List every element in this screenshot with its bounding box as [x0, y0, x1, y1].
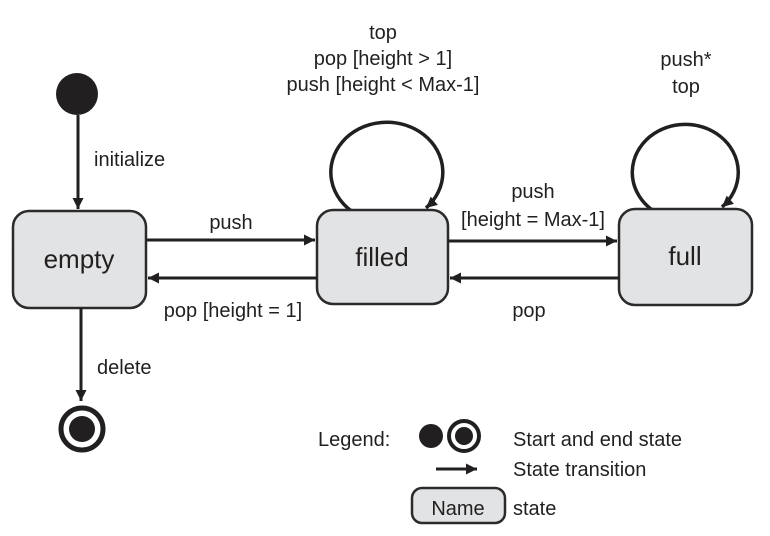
legend-name-box [410, 486, 507, 525]
start-state-icon [56, 73, 98, 115]
legend: Legend: Start and end state State transi… [318, 419, 682, 525]
state-full-label: full [668, 241, 701, 271]
delete-label: delete [97, 357, 152, 379]
legend-end-state-ring-icon [447, 419, 481, 453]
pop-label: pop [512, 300, 545, 322]
legend-start-state-icon [419, 424, 443, 448]
legend-end-state-dot-icon [455, 427, 473, 445]
full-loop-label-top: top [672, 76, 700, 98]
filled-loop-label-top: top [369, 22, 397, 44]
pop-height1-label: pop [height = 1] [164, 300, 302, 322]
state-filled [315, 208, 450, 306]
legend-state-label: state [513, 498, 556, 520]
end-state-dot-icon [69, 416, 95, 442]
push-label: push [209, 212, 252, 234]
filled-loop-label-pop: pop [height > 1] [314, 48, 452, 70]
legend-transition-label: State transition [513, 459, 646, 481]
filled-loop-label-push: push [height < Max-1] [287, 74, 480, 96]
state-filled-label: filled [355, 242, 408, 272]
full-self-loop-arrow [630, 122, 741, 215]
state-empty-label: empty [44, 244, 115, 274]
legend-start-end-label: Start and end state [513, 429, 682, 451]
full-loop-label-push: push* [660, 49, 711, 71]
legend-name-box-label: Name [431, 498, 484, 520]
push-max-label-line2: [height = Max-1] [461, 209, 605, 231]
filled-self-loop-arrow [329, 120, 445, 216]
push-max-label-line1: push [511, 181, 554, 203]
end-state-ring-icon [58, 405, 106, 453]
legend-title: Legend: [318, 429, 390, 451]
state-full [617, 207, 754, 307]
initialize-label: initialize [94, 149, 165, 171]
